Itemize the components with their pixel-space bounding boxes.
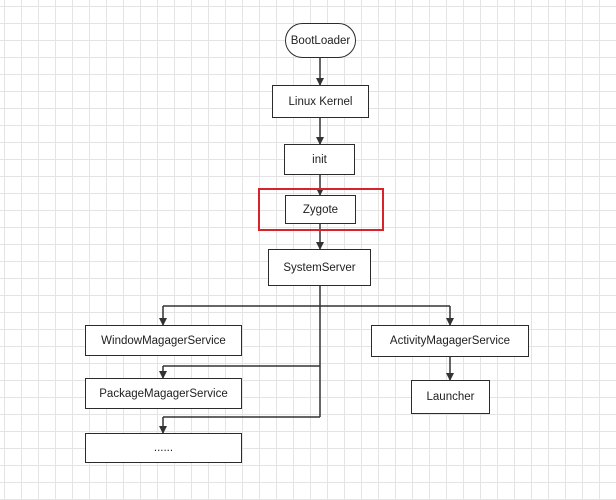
- node-init[interactable]: init: [284, 144, 355, 175]
- node-package-manager-service[interactable]: PackageMagagerService: [85, 378, 242, 409]
- node-linux-kernel-label: Linux Kernel: [288, 95, 353, 108]
- node-launcher-label: Launcher: [426, 391, 475, 403]
- node-system-server-label: SystemServer: [283, 261, 356, 274]
- node-bootloader-label: BootLoader: [290, 34, 351, 47]
- node-init-label: init: [312, 153, 327, 166]
- node-linux-kernel[interactable]: Linux Kernel: [272, 85, 369, 118]
- node-zygote-label: Zygote: [302, 203, 339, 216]
- node-system-server[interactable]: SystemServer: [268, 249, 371, 286]
- node-zygote[interactable]: Zygote: [285, 195, 356, 224]
- node-activity-manager-service-label: ActivityMagagerService: [389, 335, 511, 347]
- node-activity-manager-service[interactable]: ActivityMagagerService: [371, 325, 529, 357]
- node-window-manager-service-label: WindowMagagerService: [101, 334, 226, 347]
- node-bootloader[interactable]: BootLoader: [285, 23, 356, 58]
- node-ellipsis[interactable]: ......: [85, 433, 242, 463]
- node-package-manager-service-label: PackageMagagerService: [99, 387, 228, 400]
- node-launcher[interactable]: Launcher: [411, 380, 490, 414]
- zygote-highlight-frame: [258, 188, 384, 231]
- node-ellipsis-label: ......: [153, 442, 174, 454]
- node-window-manager-service[interactable]: WindowMagagerService: [85, 325, 242, 356]
